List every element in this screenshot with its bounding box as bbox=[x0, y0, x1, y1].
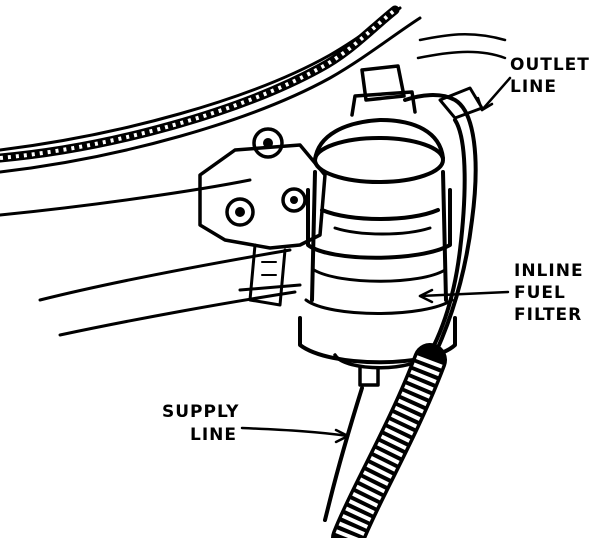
outlet-line-label-1: OUTLET bbox=[510, 55, 590, 75]
supply-leader bbox=[240, 426, 350, 438]
corrugated-hose bbox=[331, 343, 447, 538]
supply-line-label-1: SUPPLY bbox=[162, 402, 239, 422]
outlet-leader bbox=[480, 76, 512, 112]
outlet-line-label-2: LINE bbox=[510, 77, 557, 97]
supply-line-label-2: LINE bbox=[190, 425, 237, 445]
bracket-bolt-left bbox=[225, 197, 255, 227]
bracket-bolt-right bbox=[281, 187, 307, 213]
inline-fuel-filter-label-2: FUEL bbox=[514, 283, 566, 303]
filter-leader bbox=[418, 290, 510, 298]
supply-line-label: SUPPLY LINE bbox=[162, 402, 246, 445]
inline-fuel-filter-label: INLINE FUEL FILTER bbox=[514, 261, 590, 325]
outlet-line-label: OUTLET LINE bbox=[510, 55, 597, 97]
bracket-bolt-upper bbox=[252, 127, 284, 159]
supply-line bbox=[323, 386, 364, 522]
frame-rail bbox=[0, 6, 422, 337]
inline-fuel-filter bbox=[298, 64, 457, 387]
braided-rail-line bbox=[0, 5, 507, 163]
inline-fuel-filter-label-3: FILTER bbox=[514, 305, 582, 325]
inline-fuel-filter-label-1: INLINE bbox=[514, 261, 584, 281]
callout-leaders bbox=[240, 76, 512, 444]
